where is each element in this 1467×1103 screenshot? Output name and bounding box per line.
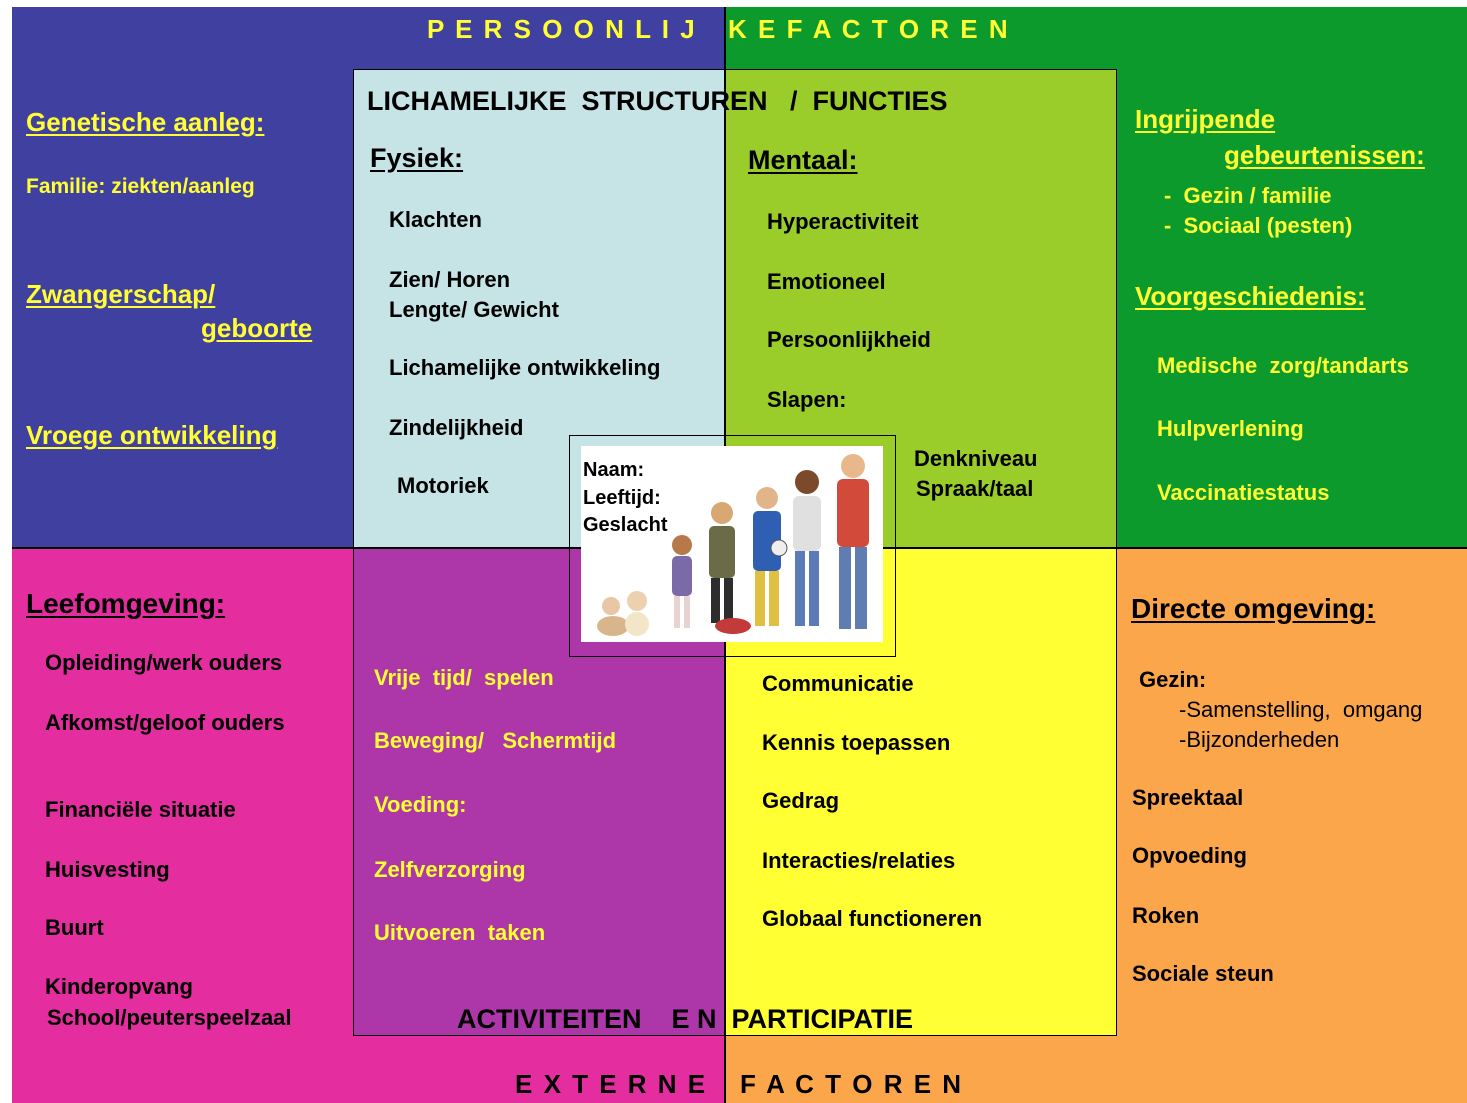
participation-item-globaal: Globaal functioneren [762,906,983,931]
activity-item-voeding: Voeding: [374,792,467,817]
events-heading-1: Ingrijpende [1135,104,1276,134]
activity-item-uitvoeren-taken: Uitvoeren taken [374,920,546,945]
pregnancy-heading-2: geboorte [201,313,313,343]
banner-bottom-left: E X T E R N E [515,1069,708,1099]
participation-item-communicatie: Communicatie [762,671,914,696]
events-heading-2: gebeurtenissen: [1224,140,1425,170]
child-name-label: Naam: [583,459,645,481]
early-development-heading: Vroege ontwikkeling [26,420,278,450]
genetic-heading: Genetische aanleg: [26,107,265,137]
banner-bottom-right: F A C T O R E N [740,1069,964,1099]
living-item-kinderopvang: Kinderopvang [45,974,193,999]
history-item-medische-zorg: Medische zorg/tandarts [1157,353,1409,378]
child-card-outline [569,435,896,657]
history-item-hulpverlening: Hulpverlening [1157,416,1304,441]
activity-item-zelfverzorging: Zelfverzorging [374,857,526,882]
fysiek-item-lengte-gewicht: Lengte/ Gewicht [389,297,559,322]
banner-top-left: P E R S O O N L I J [427,14,697,44]
genetic-item: Familie: ziekten/aanleg [26,175,255,198]
fysiek-item-zindelijkheid: Zindelijkheid [389,415,524,440]
child-age-label: Leeftijd: [583,487,661,509]
direct-item-roken: Roken [1132,903,1200,928]
activity-item-vrije-tijd: Vrije tijd/ spelen [374,665,554,690]
participation-item-gedrag: Gedrag [762,788,840,813]
children-photo-icon [597,454,869,636]
living-item-school: School/peuterspeelzaal [47,1005,292,1030]
direct-gezin-sub-samenstelling: -Samenstelling, omgang [1179,697,1423,722]
child-card: Naam: Leeftijd: Geslacht [581,446,883,642]
fysiek-item-klachten: Klachten [389,207,482,232]
mentaal-item-hyperactiviteit: Hyperactiviteit [767,209,919,234]
living-item-buurt: Buurt [45,915,104,940]
direct-gezin-sub-bijzonderheden: -Bijzonderheden [1179,727,1340,752]
history-item-vaccinatiestatus: Vaccinatiestatus [1157,480,1330,505]
direct-item-opvoeding: Opvoeding [1132,843,1247,868]
fysiek-item-motoriek: Motoriek [397,473,489,498]
events-item-sociaal: - Sociaal (pesten) [1164,213,1353,238]
mentaal-heading: Mentaal: [748,145,858,175]
mentaal-item-persoonlijkheid: Persoonlijkheid [767,327,931,352]
fysiek-item-zien-horen: Zien/ Horen [389,267,511,292]
living-item-huisvesting: Huisvesting [45,857,170,882]
child-gender-label: Geslacht [583,514,668,536]
mentaal-item-slapen: Slapen: [767,387,847,412]
banner-top-right: K E F A C T O R E N [728,14,1010,44]
activity-item-beweging: Beweging/ Schermtijd [374,728,617,753]
direct-environment-heading: Directe omgeving: [1131,593,1376,624]
events-item-gezin: - Gezin / familie [1164,183,1332,208]
structures-outline [353,69,1117,1036]
pregnancy-heading-1: Zwangerschap/ [26,279,216,309]
direct-item-sociale-steun: Sociale steun [1132,961,1274,986]
participation-item-kennis: Kennis toepassen [762,730,951,755]
fysiek-heading: Fysiek: [370,143,464,173]
living-item-opleiding: Opleiding/werk ouders [45,650,283,675]
direct-item-spreektaal: Spreektaal [1132,785,1244,810]
mentaal-item-denkniveau: Denkniveau [914,446,1038,471]
direct-gezin-label: Gezin: [1139,667,1207,692]
history-heading: Voorgeschiedenis: [1135,281,1366,311]
fysiek-item-lichamelijke-ontwikkeling: Lichamelijke ontwikkeling [389,355,661,380]
mentaal-item-emotioneel: Emotioneel [767,269,886,294]
living-item-afkomst: Afkomst/geloof ouders [45,710,285,735]
living-environment-heading: Leefomgeving: [26,588,226,619]
participation-item-interacties: Interacties/relaties [762,848,956,873]
living-item-financieel: Financiële situatie [45,797,236,822]
mentaal-item-spraak-taal: Spraak/taal [916,476,1034,501]
activities-title: ACTIVITEITEN E N PARTICIPATIE [457,1004,914,1034]
structures-title: LICHAMELIJKE STRUCTUREN / FUNCTIES [367,86,948,116]
